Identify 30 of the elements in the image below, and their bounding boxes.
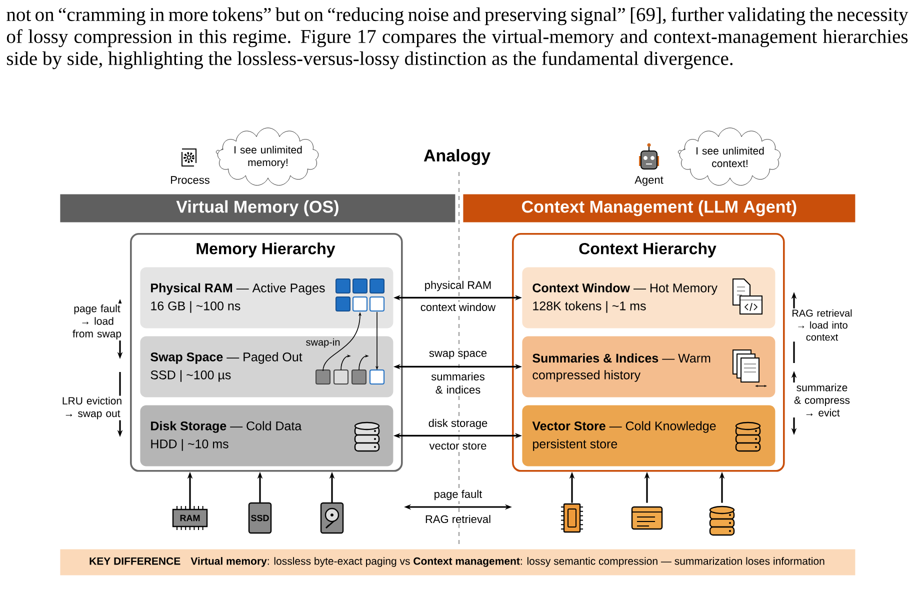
thought-bubble: I see unlimited memory! <box>216 128 319 186</box>
document-icon <box>631 506 663 530</box>
tier-box: Physical RAM — Active Pages 16 GB | ~100 ns <box>140 267 394 328</box>
thought-bubble: I see unlimited context! <box>678 128 781 186</box>
body-text: not on “cramming in more tokens” but on “reducing noise and preserving signal” [69], further validating the necessity of lossy compression in this regime. Figure 17 compares the virtual-memory and context-management hierarchies side by side, highlighting the lossless-versus-lossy distinction as the fundamental divergence. <box>6 7 908 70</box>
edge-label: swap space <box>428 350 488 360</box>
side-note: LRU eviction → swap out <box>59 396 125 420</box>
edge-label: disk storage <box>427 418 489 430</box>
tier-box: Context Window — Hot Memory 128K tokens | ~1 ms <box>522 267 776 328</box>
title: Analogy <box>422 148 492 166</box>
hard-drive-icon <box>320 502 344 534</box>
tier-box: Summaries & Indices — Warm compressed history <box>522 336 776 398</box>
side-note: summarize & compress → evict <box>788 382 856 418</box>
chip-icon <box>560 503 584 533</box>
edge-label: physical RAM <box>423 280 493 292</box>
side-note: page fault → load from swap <box>66 304 128 340</box>
tier-box: Disk Storage — Cold Data HDD | ~10 ms <box>140 405 394 466</box>
mapping-label: summaries & indices <box>422 371 494 395</box>
mapping-label: page fault <box>432 488 484 502</box>
mapping-label: vector store <box>428 441 488 451</box>
icon-caption: Process <box>169 175 211 185</box>
section-banner: Context Management (LLM Agent) <box>463 194 856 222</box>
side-note: RAG retrieval → load into context <box>788 308 856 342</box>
icon-caption: Agent <box>634 175 664 187</box>
mapping-label: context window <box>419 302 497 312</box>
tier-box: Vector Store — Cold Knowledge persistent store <box>522 405 776 466</box>
key-difference-bar: KEY DIFFERENCE Virtual memory: lossless byte-exact paging vs Context management: lossy semantic compression — summarization loses information <box>60 549 856 576</box>
database-icon <box>709 506 735 536</box>
mapping-label: RAG retrieval <box>424 514 492 524</box>
section-banner: Virtual Memory (OS) <box>60 194 456 222</box>
